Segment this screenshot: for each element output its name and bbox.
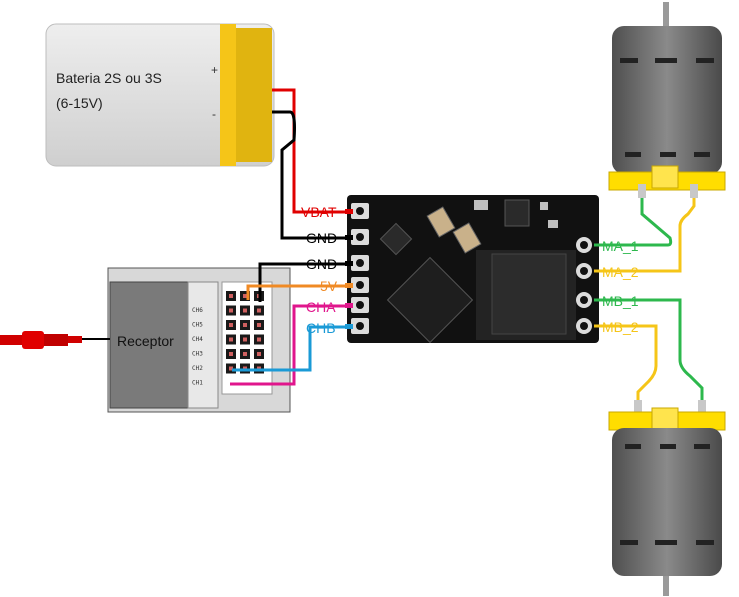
wire-ma2 xyxy=(594,198,696,273)
pin-label-cha: CHA xyxy=(306,299,336,315)
wire-rx-cha xyxy=(230,304,345,386)
receiver-channel-label: CH1 xyxy=(192,380,203,387)
battery: + - Bateria 2S ou 3S (6-15V) xyxy=(45,23,275,167)
board-right-pads xyxy=(576,237,592,334)
red-connector-plug xyxy=(0,331,82,349)
battery-label-line2: (6-15V) xyxy=(56,95,103,111)
motor-b xyxy=(608,400,726,596)
pin-label-chb: CHB xyxy=(306,320,336,336)
wire-ma1 xyxy=(594,198,673,247)
wire-battery-negative xyxy=(272,110,345,240)
wire-mb2 xyxy=(594,324,658,404)
battery-minus-symbol: - xyxy=(212,107,216,121)
wire-mb1 xyxy=(594,298,704,402)
svg-text:5V: 5V xyxy=(320,278,338,294)
motor-a xyxy=(608,2,726,198)
receiver-channel-label: CH5 xyxy=(192,322,203,329)
wire-battery-positive xyxy=(272,88,345,214)
pin-label-gnd-1: GND xyxy=(306,230,337,246)
pin-label-gnd-2: GND xyxy=(306,256,337,272)
svg-text:GND: GND xyxy=(306,256,337,272)
wire-rx-gnd xyxy=(258,262,345,302)
receiver-channel-label: CH6 xyxy=(192,307,203,314)
receiver-label: Receptor xyxy=(117,333,174,349)
svg-text:CHA: CHA xyxy=(306,299,336,315)
receiver-channel-label: CH2 xyxy=(192,365,203,372)
pin-label-vbat: VBAT xyxy=(301,204,337,220)
receiver-channel-label: CH4 xyxy=(192,336,203,343)
receiver: Receptor xyxy=(107,267,291,413)
wire-rx-chb xyxy=(232,325,345,372)
svg-text:CHB: CHB xyxy=(306,320,336,336)
motor-driver-board xyxy=(347,195,599,344)
svg-text:GND: GND xyxy=(306,230,337,246)
battery-plus-symbol: + xyxy=(211,63,218,77)
battery-label-line1: Bateria 2S ou 3S xyxy=(56,70,162,86)
board-left-pads xyxy=(351,203,369,334)
svg-text:VBAT: VBAT xyxy=(301,204,337,220)
wire-rx-5v xyxy=(246,284,345,300)
receiver-channel-label: CH3 xyxy=(192,351,203,358)
pin-label-5v: 5V xyxy=(320,278,338,294)
